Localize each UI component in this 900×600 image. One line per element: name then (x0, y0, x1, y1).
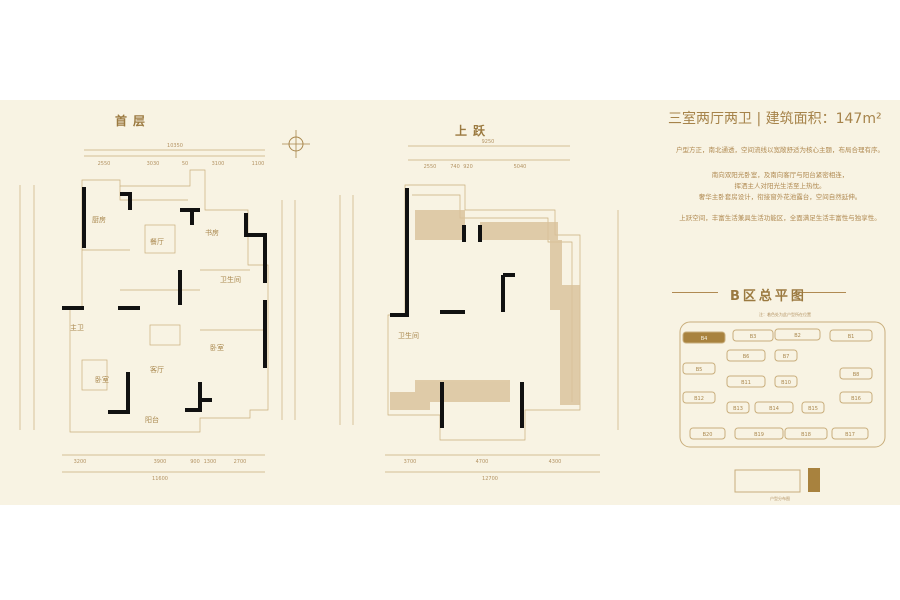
building-label: B7 (783, 354, 790, 360)
dim: 4300 (549, 459, 562, 465)
building-label: B10 (781, 380, 791, 386)
dim: 4700 (476, 459, 489, 465)
room-bedroom-2: 卧室 (210, 343, 224, 352)
building-label: B18 (801, 432, 811, 438)
room-master-bath: 主卫 (70, 323, 84, 332)
building-label: B13 (733, 406, 743, 412)
building-label: B15 (808, 406, 818, 412)
building-label: B4 (701, 336, 708, 342)
building-B12 (682, 391, 716, 404)
building-label: B16 (851, 396, 861, 402)
building-B14 (754, 401, 794, 414)
building-B16 (839, 391, 873, 404)
room-bedroom: 卧室 (95, 375, 109, 384)
dim-total: 10350 (167, 143, 183, 149)
building-B10 (774, 375, 798, 388)
room-dining: 餐厅 (150, 237, 164, 246)
dim: 5040 (514, 164, 527, 170)
site-plan-title: B区总平图 (730, 289, 807, 304)
dim: 2700 (234, 459, 247, 465)
dim: 900 (190, 459, 200, 465)
building-label: B11 (741, 380, 751, 386)
description-2: 南向双阳光卧室，及南向客厅与阳台紧密相连， (711, 171, 849, 179)
room-bath: 卫生间 (220, 275, 241, 284)
building-B19 (734, 427, 784, 440)
building-B7 (774, 349, 798, 362)
building-B17 (831, 427, 869, 440)
dim: 3200 (74, 459, 87, 465)
site-note: 注：着色处为此户型所在位置 (759, 311, 811, 317)
upper-floor-title: 上跃 (455, 124, 492, 138)
building-label: B6 (743, 354, 750, 360)
upper-room-bath: 卫生间 (398, 331, 419, 340)
building-label: B1 (848, 334, 855, 340)
dim: 3100 (212, 161, 225, 167)
room-kitchen: 厨房 (92, 215, 106, 224)
building-label: B19 (754, 432, 764, 438)
building-label: B12 (694, 396, 704, 402)
building-B8 (839, 367, 873, 380)
building-B15 (801, 401, 825, 414)
room-living: 客厅 (150, 365, 164, 374)
building-label: B20 (703, 432, 713, 438)
building-label: B3 (750, 334, 757, 340)
room-balcony: 阳台 (145, 415, 159, 424)
dim: 3900 (154, 459, 167, 465)
unit-headline: 三室两厅两卫 | 建筑面积：147m² (668, 111, 882, 127)
dim: 920 (463, 164, 473, 170)
building-label: B2 (794, 333, 801, 339)
dim: 2550 (98, 161, 111, 167)
building-B1 (829, 329, 873, 342)
building-label: B14 (769, 406, 779, 412)
dim: 2550 (424, 164, 437, 170)
decor-line-left (672, 292, 718, 293)
dim: 3030 (147, 161, 160, 167)
dim: 740 (450, 164, 460, 170)
building-B4 (682, 331, 726, 344)
building-B2 (774, 328, 821, 341)
site-caption: 户型分布图 (770, 495, 790, 501)
building-B13 (726, 401, 750, 414)
building-B18 (784, 427, 828, 440)
building-label: B8 (853, 372, 860, 378)
description-1: 户型方正，南北通透，空间流线以宽敞舒适为核心主题，布局合理有序。 (676, 146, 884, 154)
dim: 50 (182, 161, 188, 167)
dim-total: 11600 (152, 476, 168, 482)
room-study: 书房 (205, 228, 219, 237)
dim: 1300 (204, 459, 217, 465)
building-B3 (732, 329, 774, 342)
description-3: 挥洒主人对阳光生活至上热忱。 (734, 182, 826, 190)
building-B11 (726, 375, 766, 388)
description-5: 上跃空间，丰富生活兼具生活功能区，全面满足生活丰富性与独享性。 (679, 214, 881, 222)
floorplan-panel (0, 100, 900, 505)
dim: 3700 (404, 459, 417, 465)
dim-total: 12700 (482, 476, 498, 482)
first-floor-title: 首层 (115, 114, 152, 128)
building-B20 (689, 427, 726, 440)
building-B5 (682, 362, 716, 375)
decor-line-right (800, 292, 846, 293)
description-4: 奢华主卧套房设计，衔接窗外花池露台，空间自然延伸。 (698, 193, 862, 201)
dim: 1100 (252, 161, 265, 167)
building-B6 (726, 349, 766, 362)
building-label: B5 (696, 367, 703, 373)
building-label: B17 (845, 432, 855, 438)
compass-icon (282, 130, 310, 158)
dim-total: 9250 (482, 139, 495, 145)
